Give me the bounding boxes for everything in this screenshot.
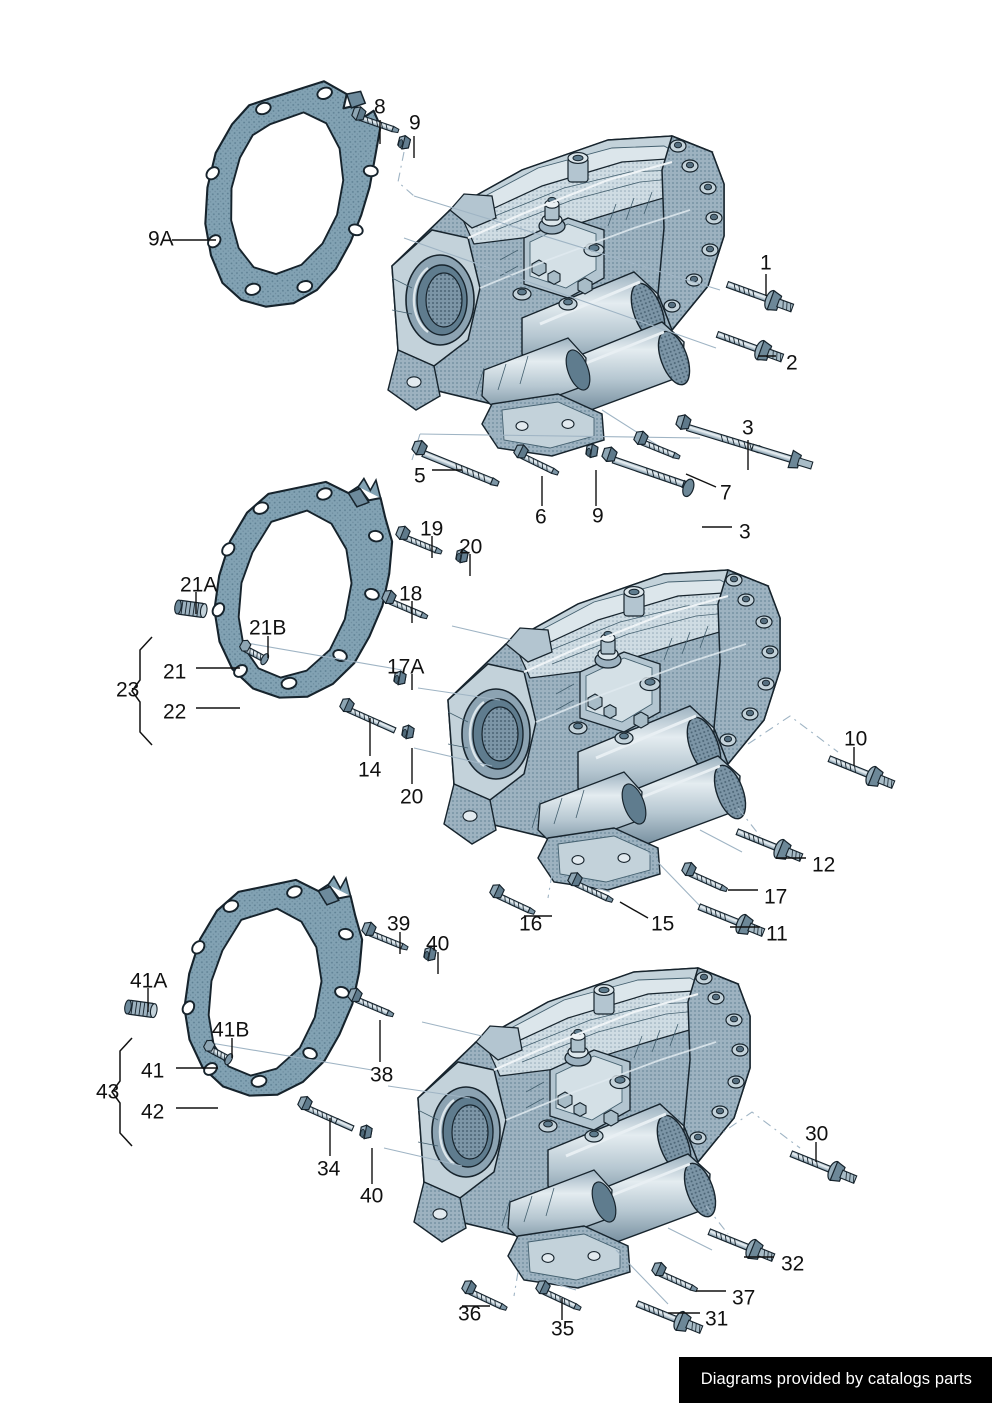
callout-41: 41 (141, 1060, 164, 1083)
callout-9a: 9A (148, 228, 174, 251)
assembly-middle: 21A 21B 21 22 23 19 20 18 17A 14 20 10 1… (116, 476, 898, 946)
nut-9-bottom (584, 442, 599, 459)
callout-39: 39 (387, 913, 410, 936)
callout-38: 38 (370, 1064, 393, 1087)
callout-20-upper: 20 (459, 536, 482, 559)
watermark-text: Diagrams provided by catalogs parts (700, 1370, 972, 1388)
bolt-32 (704, 1221, 778, 1268)
bolt-38 (346, 985, 398, 1019)
bolt-3-long-upper (674, 412, 814, 470)
callout-16: 16 (519, 913, 542, 936)
nut-40-lower (358, 1123, 374, 1141)
callout-20-lower: 20 (400, 786, 423, 809)
callout-21b: 21B (249, 617, 286, 640)
callout-21a: 21A (180, 574, 217, 597)
dowel-21a (173, 598, 209, 619)
leaders-middle (131, 536, 855, 928)
assembly-bottom: 41A 41B 41 42 43 39 40 38 34 40 30 32 37… (96, 874, 860, 1341)
dowel-41a (123, 998, 159, 1019)
callout-11: 11 (766, 923, 788, 946)
callout-34: 34 (317, 1158, 341, 1181)
callout-2: 2 (786, 352, 798, 375)
callout-17: 17 (764, 886, 787, 909)
bolt-14 (338, 695, 397, 734)
assembly-top: 9A 8 9 1 2 3 5 6 9 7 3 (148, 77, 814, 544)
callout-41a: 41A (130, 970, 167, 993)
callout-labels-bottom: 41A 41B 41 42 43 39 40 38 34 40 30 32 37… (96, 913, 828, 1341)
callout-15: 15 (651, 913, 674, 936)
bolt-17 (680, 859, 732, 894)
callout-31: 31 (705, 1308, 728, 1331)
callout-14: 14 (358, 759, 382, 782)
bolt-34 (296, 1093, 355, 1132)
callout-17a: 17A (387, 656, 424, 679)
watermark-banner: Diagrams provided by catalogs parts (678, 1357, 992, 1403)
callout-35: 35 (551, 1318, 574, 1341)
bolt-11 (694, 896, 768, 943)
housing-bottom (412, 966, 752, 1290)
bolt-7 (632, 428, 684, 462)
callout-37: 37 (732, 1287, 755, 1310)
callout-labels-middle: 21A 21B 21 22 23 19 20 18 17A 14 20 10 1… (116, 518, 867, 946)
callout-8: 8 (374, 96, 386, 119)
bolt-1 (723, 274, 797, 319)
bolt-3-long-lower (600, 444, 695, 498)
callout-1: 1 (760, 252, 772, 275)
callout-5: 5 (414, 465, 426, 488)
callout-10: 10 (844, 728, 867, 751)
callout-labels-top: 9A 8 9 1 2 3 5 6 9 7 3 (148, 96, 798, 544)
callout-9-top: 9 (409, 112, 421, 135)
callout-12: 12 (812, 854, 835, 877)
guide-lines-bottom (204, 1021, 801, 1305)
callout-3-upper: 3 (742, 417, 754, 440)
callout-7: 7 (720, 482, 732, 505)
guide-lines-top (397, 151, 721, 461)
gasket-21 (204, 476, 399, 701)
bolt-30 (786, 1143, 860, 1190)
callout-32: 32 (781, 1253, 804, 1276)
callout-36: 36 (458, 1303, 481, 1326)
callout-6: 6 (535, 506, 547, 529)
callout-18: 18 (399, 583, 422, 606)
bolt-31 (632, 1293, 706, 1340)
leaders-bottom (111, 932, 817, 1320)
bolt-10 (824, 748, 898, 795)
callout-19: 19 (420, 518, 443, 541)
housing-top (386, 134, 726, 458)
bolt-37 (650, 1259, 702, 1294)
callout-40-lower: 40 (360, 1185, 383, 1208)
bolt-12 (732, 821, 806, 868)
callout-40-upper: 40 (426, 933, 449, 956)
callout-22: 22 (163, 701, 186, 724)
callout-21: 21 (163, 661, 186, 684)
housing-middle (442, 568, 782, 892)
nut-20-lower (400, 723, 416, 741)
callout-41b: 41B (212, 1019, 249, 1042)
callout-42: 42 (141, 1101, 164, 1124)
callout-43: 43 (96, 1081, 119, 1104)
nut-9-top (396, 133, 412, 151)
callout-9-bottom: 9 (592, 505, 604, 528)
callout-3-lower: 3 (739, 521, 751, 544)
leaders-top (172, 120, 776, 528)
bolt-16 (487, 881, 540, 917)
callout-23: 23 (116, 679, 139, 702)
callout-30: 30 (805, 1123, 828, 1146)
bolt-2 (713, 324, 787, 369)
